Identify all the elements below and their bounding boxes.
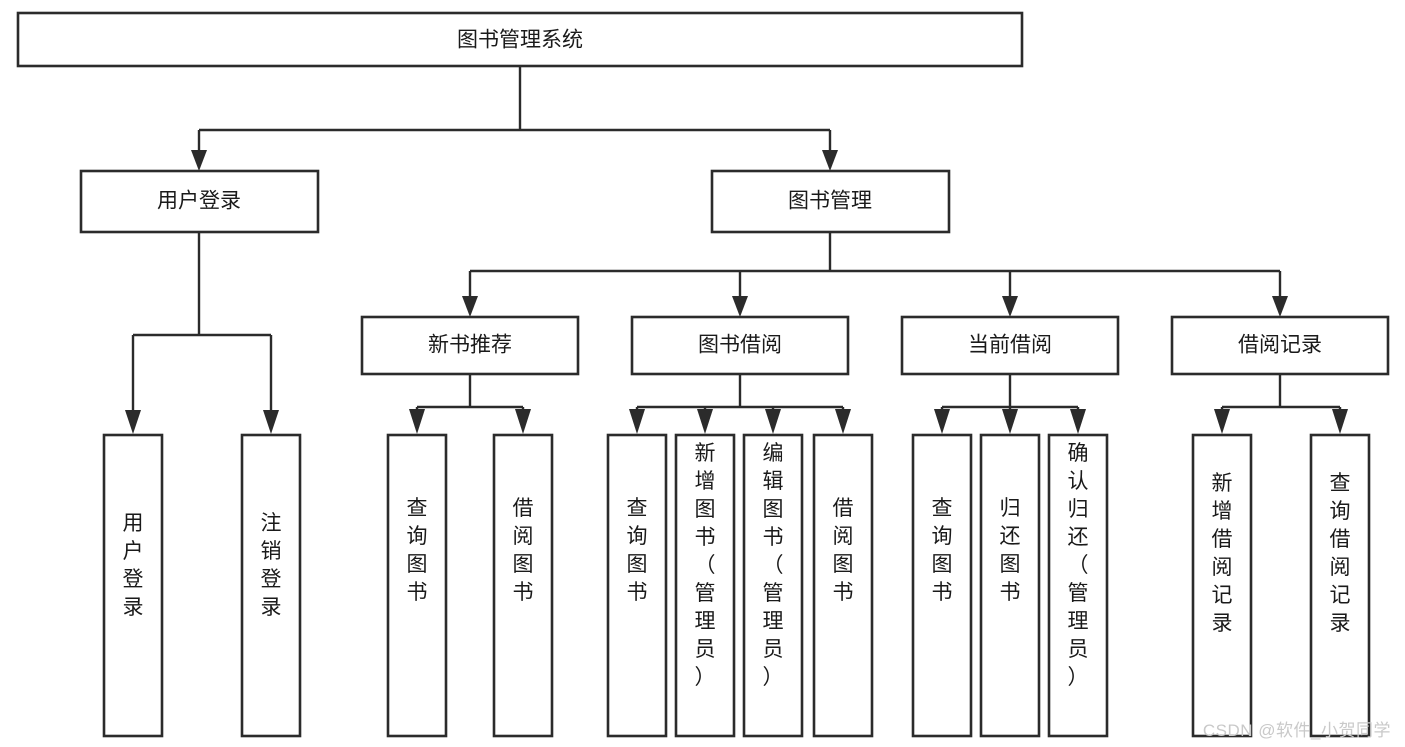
leaf-label-vertical: 查询借阅记录 <box>1330 472 1351 635</box>
node-book-borrow[interactable]: 图书借阅 <box>630 315 850 376</box>
arrow-leaf-b4 <box>835 409 851 434</box>
leaf-node[interactable]: 新增图书（管理员） <box>674 433 736 738</box>
leaf-box <box>1309 433 1371 738</box>
arrow-to-user-login <box>191 150 207 171</box>
arrow-leaf-r1 <box>1214 409 1230 434</box>
leaf-box <box>674 433 736 738</box>
leaf-box <box>911 433 973 738</box>
leaf-label-vertical: 查询图书 <box>932 497 953 604</box>
node-user-login-box <box>79 169 320 234</box>
node-book-manage-box <box>710 169 951 234</box>
arrow-to-new-book <box>462 296 478 317</box>
node-book-borrow-box <box>630 315 850 376</box>
node-borrow-record-label: 借阅记录 <box>1238 334 1322 357</box>
leaf-node[interactable]: 注销登录 <box>240 433 302 738</box>
leaf-label-vertical: 确认归还（管理员） <box>1068 442 1089 689</box>
leaf-node[interactable]: 编辑图书（管理员） <box>742 433 804 738</box>
node-book-borrow-label: 图书借阅 <box>698 334 782 357</box>
arrow-leaf-c2 <box>1002 409 1018 434</box>
arrow-to-book-borrow <box>732 296 748 317</box>
leaf-label-vertical: 借阅图书 <box>833 497 854 604</box>
leaf-node[interactable]: 用户登录 <box>102 433 164 738</box>
connector-layer <box>125 66 1348 434</box>
leaf-box <box>386 433 448 738</box>
leaf-label-vertical: 归还图书 <box>1000 497 1021 604</box>
node-new-book-recommend[interactable]: 新书推荐 <box>360 315 580 376</box>
leaf-label-vertical: 新增借阅记录 <box>1212 472 1233 635</box>
leaf-box <box>492 433 554 738</box>
arrow-to-current-borrow <box>1002 296 1018 317</box>
leaf-node[interactable]: 归还图书 <box>979 433 1041 738</box>
leaf-label-vertical: 编辑图书（管理员） <box>763 442 784 689</box>
leaf-node[interactable]: 查询图书 <box>606 433 668 738</box>
arrow-leaf-b1 <box>629 409 645 434</box>
leaf-node[interactable]: 确认归还（管理员） <box>1047 433 1109 738</box>
node-current-borrow[interactable]: 当前借阅 <box>900 315 1120 376</box>
arrow-to-book-manage <box>822 150 838 171</box>
node-root-label: 图书管理系统 <box>457 29 583 52</box>
node-borrow-record-box <box>1170 315 1390 376</box>
leaf-node[interactable]: 借阅图书 <box>812 433 874 738</box>
leaf-box <box>979 433 1041 738</box>
arrow-leaf-b3 <box>765 409 781 434</box>
leaf-label-vertical: 新增图书（管理员） <box>695 442 716 689</box>
leaf-box <box>742 433 804 738</box>
node-current-borrow-box <box>900 315 1120 376</box>
leaf-label-vertical: 查询图书 <box>627 497 648 604</box>
leaf-box <box>606 433 668 738</box>
node-new-book-recommend-box <box>360 315 580 376</box>
leaf-node[interactable]: 查询图书 <box>911 433 973 738</box>
arrow-leaf-n1 <box>409 409 425 434</box>
leaf-label-vertical: 注销登录 <box>261 512 282 619</box>
node-user-login[interactable]: 用户登录 <box>79 169 320 234</box>
node-new-book-recommend-label: 新书推荐 <box>428 334 512 357</box>
leaf-box <box>1191 433 1253 738</box>
node-user-login-label: 用户登录 <box>157 190 241 213</box>
arrow-leaf-r2 <box>1332 409 1348 434</box>
arrow-leaf-n2 <box>515 409 531 434</box>
node-root-system[interactable]: 图书管理系统 <box>16 11 1024 68</box>
leaf-node[interactable]: 查询借阅记录 <box>1309 433 1371 738</box>
leaf-box <box>240 433 302 738</box>
leaf-node[interactable]: 借阅图书 <box>492 433 554 738</box>
node-book-manage-label: 图书管理 <box>788 190 872 213</box>
node-root-box <box>16 11 1024 68</box>
node-current-borrow-label: 当前借阅 <box>968 334 1052 357</box>
leaf-box <box>1047 433 1109 738</box>
node-borrow-record[interactable]: 借阅记录 <box>1170 315 1390 376</box>
leaf-label-vertical: 借阅图书 <box>513 497 534 604</box>
arrow-leaf-b2 <box>697 409 713 434</box>
leaf-label-vertical: 用户登录 <box>123 512 144 619</box>
arrow-leaf-u1 <box>125 410 141 434</box>
leaf-box <box>102 433 164 738</box>
arrow-to-borrow-record <box>1272 296 1288 317</box>
leaf-label-vertical: 查询图书 <box>407 497 428 604</box>
leaf-node[interactable]: 查询图书 <box>386 433 448 738</box>
leaf-node[interactable]: 新增借阅记录 <box>1191 433 1253 738</box>
arrow-leaf-c3 <box>1070 409 1086 434</box>
arrow-leaf-c1 <box>934 409 950 434</box>
arrow-leaf-u2 <box>263 410 279 434</box>
node-book-manage[interactable]: 图书管理 <box>710 169 951 234</box>
leaf-box <box>812 433 874 738</box>
